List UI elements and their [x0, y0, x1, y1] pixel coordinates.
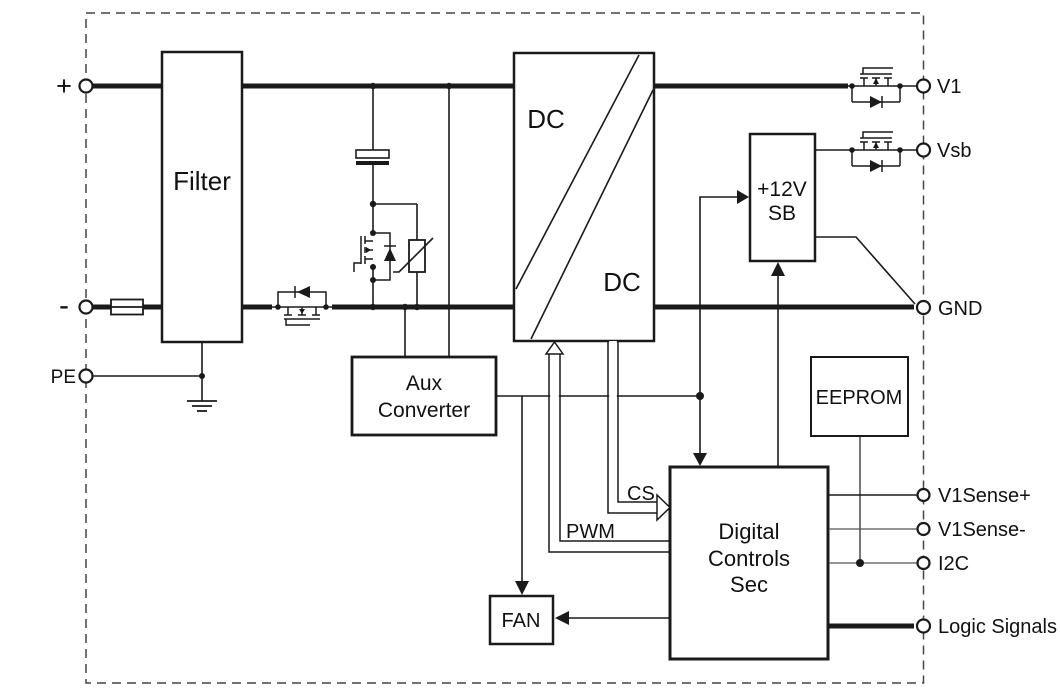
terminal-gnd-label: GND	[938, 298, 982, 320]
sb-digital-feed-wire	[699, 196, 737, 453]
pwm-path-body	[550, 352, 559, 552]
terminal-gnd	[915, 299, 932, 316]
aux-label-line1: Aux	[406, 372, 443, 395]
dcdc-bottom-label: DC	[603, 267, 641, 297]
pe-wire	[92, 342, 203, 401]
terminals	[78, 78, 932, 634]
shunt-branch-wire	[372, 86, 418, 307]
cs-hollow-arrow	[656, 493, 672, 522]
sb-gnd-wire	[815, 236, 916, 305]
terminal-minus	[78, 299, 94, 315]
mosfet-icon	[277, 286, 327, 326]
aux-label-line2: Converter	[378, 399, 470, 422]
terminal-pe	[78, 368, 94, 384]
terminal-vsb	[915, 142, 932, 158]
filter-label: Filter	[173, 166, 231, 196]
junction-dots	[199, 82, 903, 567]
pwm-wire-outer	[548, 354, 670, 553]
arrow-into-fan-top	[515, 581, 529, 595]
arrow-into-fan-right	[555, 611, 569, 625]
component-icons	[110, 67, 901, 412]
earth-ground-icon	[187, 400, 217, 412]
terminal-v1sense-minus-label: V1Sense-	[938, 519, 1026, 541]
arrow-into-digital-top	[693, 453, 707, 466]
blocks	[160, 50, 909, 661]
arrow-into-sb-bottom	[771, 262, 785, 276]
fan-block	[488, 594, 555, 646]
dcdc-diagonal-2	[530, 89, 654, 340]
arrow-into-sb-left	[737, 190, 749, 204]
filter-block	[160, 50, 244, 344]
cs-label: CS	[627, 483, 655, 505]
psu-enclosure-border	[85, 12, 925, 684]
labels: Filter DC DC Aux Converter +12V SB EEPRO…	[51, 71, 1057, 638]
dcdc-converter-block	[512, 51, 656, 343]
fan-label: FAN	[502, 610, 541, 632]
eeprom-block	[810, 356, 909, 437]
varistor-icon	[393, 237, 434, 273]
mosfet-icon	[353, 232, 396, 281]
terminal-vsb-label: Vsb	[937, 140, 971, 162]
terminal-minus-label: -	[59, 289, 69, 322]
terminal-v1sense-minus	[916, 521, 931, 537]
pwm-hollow-arrow	[544, 340, 565, 355]
pwm-label: PWM	[566, 521, 615, 543]
terminal-logic-signals	[915, 618, 932, 634]
cs-path-body	[609, 341, 617, 507]
terminal-pe-label: PE	[51, 367, 76, 388]
sb-label-line2: SB	[768, 202, 796, 225]
sb-label-line1: +12V	[757, 178, 807, 201]
digital-controls-block	[668, 465, 830, 661]
pwm-wire-inner	[559, 354, 670, 542]
terminal-v1	[915, 78, 932, 94]
terminal-plus	[78, 78, 94, 94]
digital-label-line3: Sec	[730, 572, 768, 597]
aux-converter-block	[350, 355, 498, 437]
terminal-v1-label: V1	[937, 76, 961, 98]
terminal-logic-signals-label: Logic Signals	[938, 616, 1057, 638]
terminal-i2c-label: I2C	[938, 553, 969, 575]
dcdc-top-label: DC	[527, 104, 565, 134]
sb-12v-block	[748, 132, 817, 263]
capacitor-icon	[355, 149, 390, 165]
terminal-v1sense-plus-label: V1Sense+	[938, 485, 1031, 507]
cs-wire-outer	[607, 341, 657, 514]
dcdc-diagonal-1	[515, 54, 640, 290]
digital-label-line1: Digital	[718, 519, 779, 544]
eeprom-label: EEPROM	[816, 387, 903, 409]
digital-label-line2: Controls	[708, 546, 790, 571]
cs-wire-inner	[617, 341, 657, 503]
terminal-v1sense-plus	[916, 487, 931, 503]
terminal-plus-label: +	[56, 71, 72, 101]
signal-wires	[92, 85, 917, 625]
mosfet-icon	[851, 131, 901, 172]
terminal-i2c	[916, 555, 931, 571]
